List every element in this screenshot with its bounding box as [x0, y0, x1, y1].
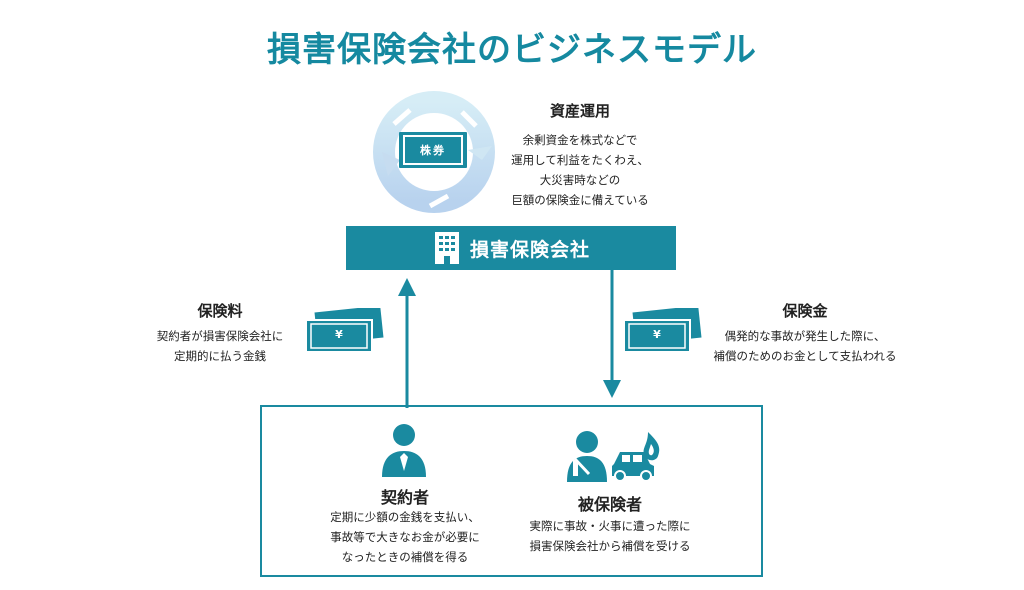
yen-symbol-payout: ¥	[653, 328, 661, 341]
premium-line: 定期的に払う金銭	[174, 349, 266, 363]
insurance-company-bar: 損害保険会社	[346, 226, 676, 270]
asset-line: 余剰資金を株式などで	[522, 133, 638, 147]
car-fire-icon	[612, 432, 660, 482]
payout-heading: 保険金	[782, 302, 828, 320]
person-icon	[382, 424, 426, 477]
premium-description: 契約者が損害保険会社に 定期的に払う金銭	[150, 326, 290, 366]
injured-person-icon	[567, 431, 607, 482]
insured-description: 実際に事故・火事に遭った際に 損害保険会社から補償を受ける	[515, 516, 705, 556]
policyholder-line: 事故等で大きなお金が必要に	[330, 530, 480, 544]
payout-line: 補償のためのお金として支払われる	[713, 349, 897, 363]
premium-line: 契約者が損害保険会社に	[156, 329, 284, 343]
yen-symbol-premium: ¥	[335, 328, 343, 341]
insured-heading: 被保険者	[577, 495, 642, 514]
insured-line: 実際に事故・火事に遭った際に	[529, 519, 691, 533]
banknote-icon-payout	[623, 308, 702, 353]
payout-description: 偶発的な事故が発生した際に、 補償のためのお金として支払われる	[700, 326, 910, 366]
insured-line: 損害保険会社から補償を受ける	[529, 539, 691, 553]
stock-certificate-icon	[399, 132, 467, 168]
asset-management-description: 余剰資金を株式などで 運用して利益をたくわえ、 大災害時などの 巨額の保険金に備…	[500, 130, 660, 210]
payout-line: 偶発的な事故が発生した際に、	[724, 329, 886, 343]
asset-line: 運用して利益をたくわえ、	[511, 153, 649, 167]
company-name: 損害保険会社	[469, 238, 590, 261]
banknote-icon-premium	[305, 308, 384, 353]
policyholder-box	[260, 405, 763, 577]
stock-certificate-label: 株券	[420, 144, 446, 157]
asset-line: 巨額の保険金に備えている	[511, 193, 649, 207]
policyholder-heading: 契約者	[380, 488, 429, 507]
asset-line: 大災害時などの	[539, 173, 621, 187]
asset-management-heading: 資産運用	[549, 102, 610, 120]
policyholder-line: 定期に少額の金銭を支払い、	[330, 510, 480, 524]
page-title: 損害保険会社のビジネスモデル	[267, 30, 757, 70]
policyholder-line: なったときの補償を得る	[341, 550, 469, 564]
building-icon	[434, 232, 459, 264]
investment-cycle-icon	[373, 91, 495, 213]
premium-arrow	[398, 278, 416, 408]
premium-heading: 保険料	[197, 302, 243, 320]
policyholder-description: 定期に少額の金銭を支払い、 事故等で大きなお金が必要に なったときの補償を得る	[315, 507, 495, 567]
payout-arrow	[603, 270, 621, 398]
